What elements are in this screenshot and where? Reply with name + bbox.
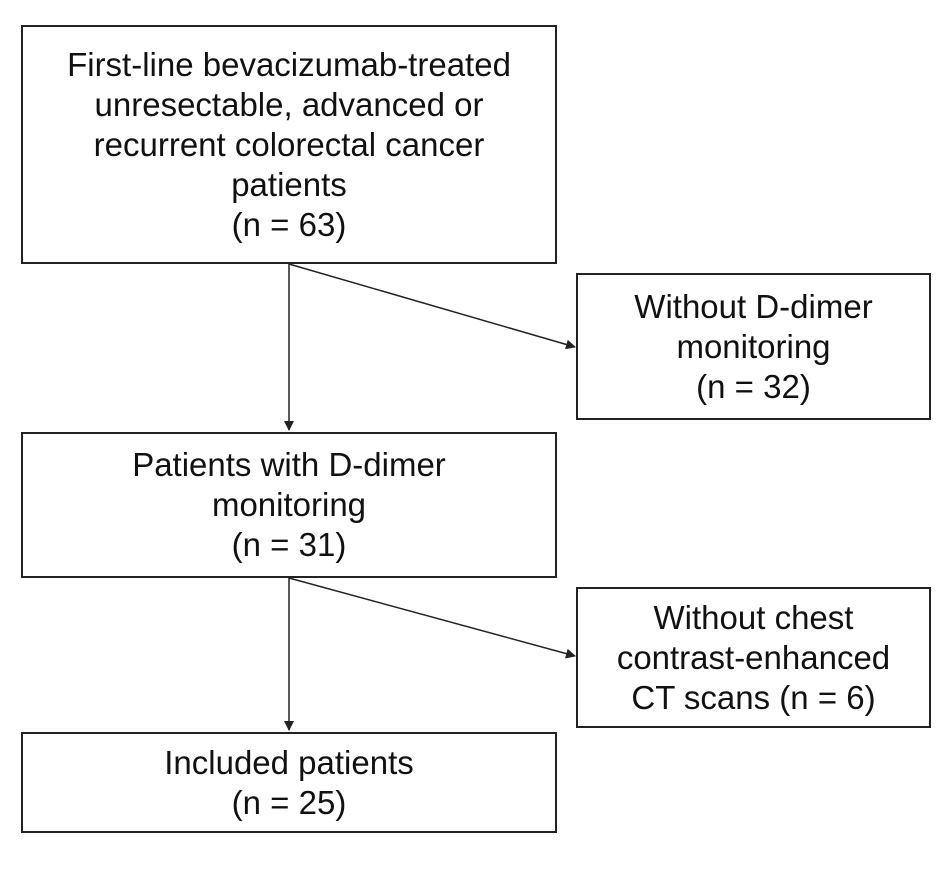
box-exclusion-no-ct-line-1: Without chest [653,598,854,636]
box-initial-cohort-line-1: First-line bevacizumab-treated [67,45,511,83]
box-exclusion-no-d-dimer-line-1: Without D-dimer [634,287,873,325]
arrow-dimer-to-exclusion-2 [288,577,576,659]
box-initial-cohort-count: (n = 63) [231,205,347,243]
box-initial-cohort-line-2: unresectable, advanced or [94,85,484,123]
box-exclusion-no-d-dimer-count: (n = 32) [696,367,811,405]
box-initial-cohort: First-line bevacizumab-treated unresecta… [21,25,557,264]
box-d-dimer-monitoring-line-1: Patients with D-dimer [132,446,446,483]
box-d-dimer-monitoring-line-2: monitoring [211,486,367,523]
box-exclusion-no-ct: Without chest contrast-enhanced CT scans… [576,587,931,728]
box-initial-cohort-line-4: patients [231,165,347,203]
box-d-dimer-monitoring-count: (n = 31) [231,526,347,563]
box-d-dimer-monitoring: Patients with D-dimer monitoring (n = 31… [21,432,557,578]
box-exclusion-no-d-dimer: Without D-dimer monitoring (n = 32) [576,273,931,420]
box-included-patients-line-1: Included patients [164,743,414,781]
box-included-patients: Included patients (n = 25) [21,732,557,833]
box-exclusion-no-ct-line-3: CT scans (n = 6) [631,678,876,716]
box-initial-cohort-line-3: recurrent colorectal cancer [93,125,485,163]
box-exclusion-no-ct-line-2: contrast-enhanced [616,638,891,676]
box-included-patients-count: (n = 25) [231,783,347,821]
arrow-start-to-exclusion-1 [288,263,576,350]
box-exclusion-no-d-dimer-line-2: monitoring [676,327,831,365]
